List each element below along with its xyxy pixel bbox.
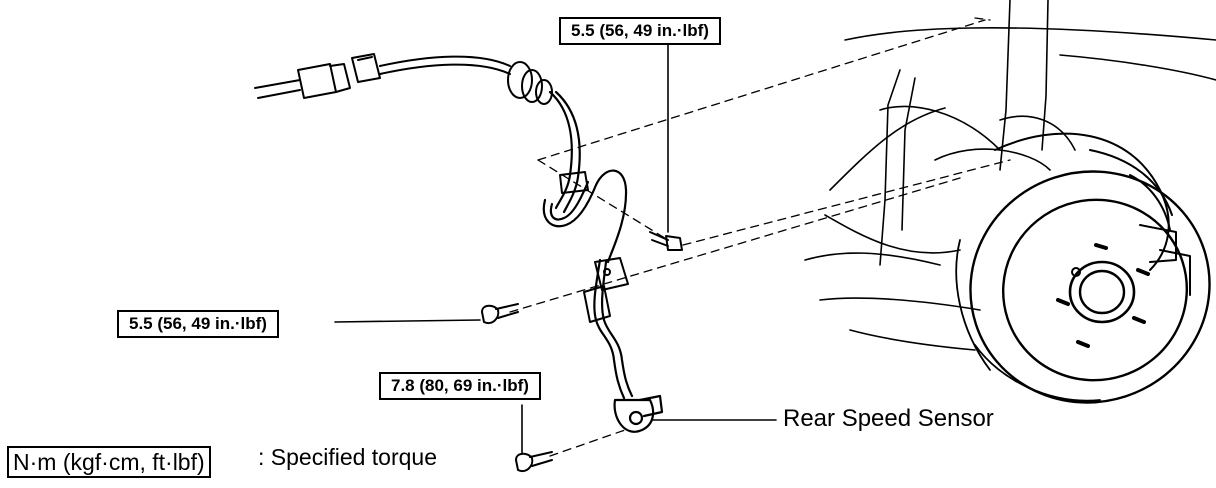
grommet xyxy=(507,61,553,105)
connector xyxy=(254,53,511,99)
torque-label-bottom: 7.8 (80, 69 in.·lbf) xyxy=(379,372,541,400)
bolt-top xyxy=(649,231,683,251)
harness-clamp xyxy=(559,171,629,323)
legend-unit-box: N·m (kgf·cm, ft·lbf) xyxy=(7,446,211,478)
rear-speed-sensor-label: Rear Speed Sensor xyxy=(783,405,994,432)
brake-disc xyxy=(955,170,1211,404)
rear-speed-sensor xyxy=(613,394,664,433)
brake-caliper xyxy=(994,132,1191,296)
bolt-bottom xyxy=(515,451,553,472)
bolt-middle xyxy=(481,303,519,324)
alignment-lines xyxy=(509,17,1011,457)
vehicle-body-outline xyxy=(804,0,1216,351)
sensor-harness xyxy=(542,90,634,400)
torque-label-top: 5.5 (56, 49 in.·lbf) xyxy=(559,17,721,45)
legend-description: : Specified torque xyxy=(258,444,438,470)
torque-label-middle: 5.5 (56, 49 in.·lbf) xyxy=(117,310,279,338)
leader-lines xyxy=(334,39,777,455)
